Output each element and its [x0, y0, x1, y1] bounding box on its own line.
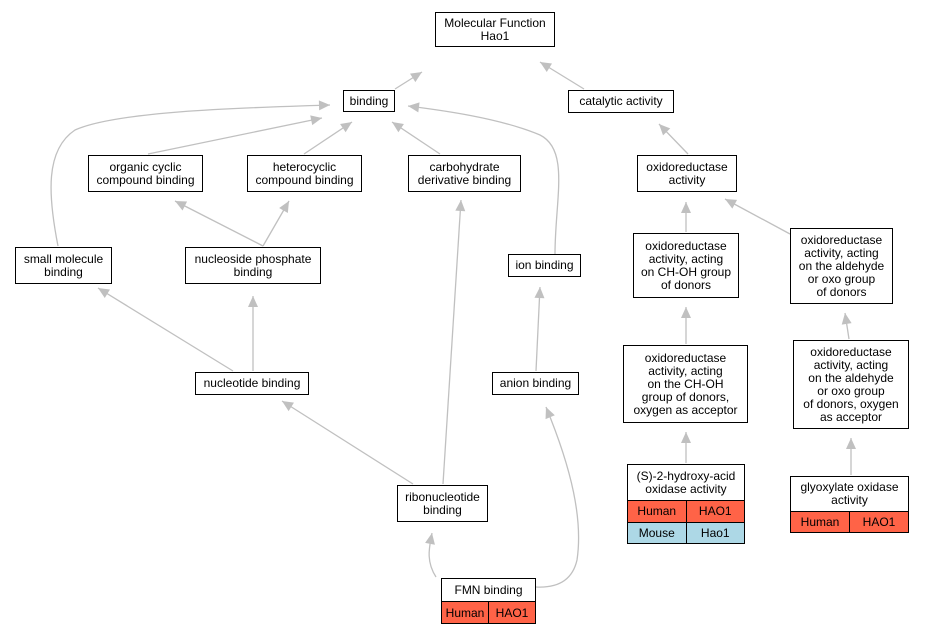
arrowhead-ribonucleotide-to-carbohydrate	[455, 200, 466, 212]
annotation-row: Human HAO1	[628, 500, 744, 522]
annotation-row: Mouse Hao1	[628, 521, 745, 543]
edge-ribonucleotide-to-carbohydrate	[442, 199, 462, 485]
node-oxidoreductase-aldehyde[interactable]: oxidoreductase activity, acting on the a…	[790, 228, 893, 304]
edge-small-molecule-to-binding	[50, 104, 331, 247]
arrowhead-oxido-ch-oh-oxygen-to-oxido-ch-oh	[681, 307, 691, 318]
arrowhead-nucleoside-phosphate-to-heterocyclic	[279, 201, 289, 214]
node-oxidoreductase-aldehyde-oxygen[interactable]: oxidoreductase activity, acting on the a…	[793, 340, 909, 429]
node-fmn-binding[interactable]: FMN binding	[441, 578, 536, 602]
gene-label: Hao1	[685, 522, 745, 543]
arrowhead-oxido-aldehyde-oxygen-to-oxido-aldehyde	[841, 313, 852, 325]
species-label: Human	[445, 605, 485, 620]
node-glyoxylate-oxidase[interactable]: glyoxylate oxidase activity	[790, 476, 909, 512]
annotation-fmn-binding: Human HAO1	[441, 601, 536, 624]
arrowhead-heterocyclic-to-binding	[340, 122, 352, 133]
arrowhead-carbohydrate-to-binding	[392, 122, 404, 133]
edge-nucleotide-to-small-molecule	[97, 287, 234, 372]
arrowhead-fmn-to-ribonucleotide	[425, 533, 435, 545]
arrowhead-fmn-to-anion	[545, 407, 555, 420]
arrowhead-hydroxy-acid-to-oxido-ch-oh-oxygen	[681, 432, 691, 443]
arrowhead-ribonucleotide-to-nucleotide	[282, 401, 294, 412]
edge-nucleoside-phosphate-to-organic-cyclic	[174, 200, 264, 247]
annotation-glyoxylate-oxidase: Human HAO1	[790, 511, 909, 533]
arrowhead-nucleotide-to-small-molecule	[98, 288, 110, 299]
node-nucleotide-binding[interactable]: nucleotide binding	[195, 372, 309, 395]
node-oxidoreductase-activity[interactable]: oxidoreductase activity	[637, 155, 737, 192]
arrowhead-glyoxylate-to-oxido-aldehyde-oxygen	[846, 438, 856, 449]
node-small-molecule-binding[interactable]: small molecule binding	[15, 247, 112, 284]
arrowhead-organic-cyclic-to-binding	[310, 115, 322, 126]
arrowhead-ion-binding-to-binding	[408, 102, 420, 113]
gene-label: HAO1	[488, 602, 535, 623]
arrowhead-oxido-aldehyde-to-oxidoreductase	[725, 199, 738, 209]
arrowhead-small-molecule-to-binding	[318, 100, 330, 111]
edge-oxido-aldehyde-to-oxidoreductase	[724, 198, 791, 235]
node-catalytic-activity[interactable]: catalytic activity	[568, 90, 674, 113]
node-anion-binding[interactable]: anion binding	[492, 372, 579, 395]
node-organic-cyclic-compound-binding[interactable]: organic cyclic compound binding	[88, 155, 203, 192]
node-heterocyclic-compound-binding[interactable]: heterocyclic compound binding	[247, 155, 362, 192]
edge-organic-cyclic-to-binding	[147, 117, 323, 155]
edge-anion-to-ion-binding	[535, 286, 541, 372]
node-molecular-function[interactable]: Molecular Function Hao1	[435, 12, 555, 47]
annotation-hydroxy-acid-oxidase: Human HAO1 Mouse Hao1	[627, 500, 745, 544]
node-ion-binding[interactable]: ion binding	[508, 254, 581, 277]
edge-ribonucleotide-to-nucleotide	[281, 400, 414, 485]
arrowhead-nucleotide-to-nucleoside-phosphate	[248, 296, 258, 307]
species-label: Mouse	[638, 525, 675, 540]
arrowhead-oxido-ch-oh-to-oxidoreductase	[681, 202, 691, 213]
gene-label: HAO1	[685, 501, 745, 522]
annotation-row: Human HAO1	[791, 511, 908, 532]
arrowhead-oxidoreductase-to-catalytic	[659, 124, 671, 136]
node-oxidoreductase-ch-oh[interactable]: oxidoreductase activity, acting on CH-OH…	[633, 233, 739, 298]
edge-ion-binding-to-binding	[407, 105, 560, 255]
node-carbohydrate-derivative-binding[interactable]: carbohydrate derivative binding	[408, 155, 521, 192]
edge-fmn-to-anion	[535, 406, 580, 588]
arrowhead-anion-to-ion-binding	[534, 287, 545, 299]
node-nucleoside-phosphate-binding[interactable]: nucleoside phosphate binding	[185, 247, 321, 284]
node-hydroxy-acid-oxidase[interactable]: (S)-2-hydroxy-acid oxidase activity	[627, 464, 745, 501]
species-label: Human	[637, 504, 677, 519]
gene-label: HAO1	[849, 512, 908, 532]
annotation-row: Human HAO1	[442, 601, 535, 623]
species-label: Human	[800, 515, 840, 529]
arrowhead-catalytic-to-molecular-function	[540, 62, 552, 73]
arrowhead-binding-to-molecular-function	[410, 72, 422, 83]
node-binding[interactable]: binding	[343, 90, 395, 112]
node-ribonucleotide-binding[interactable]: ribonucleotide binding	[397, 485, 488, 522]
node-oxidoreductase-ch-oh-oxygen[interactable]: oxidoreductase activity, acting on the C…	[623, 345, 748, 423]
arrowhead-nucleoside-phosphate-to-organic-cyclic	[175, 201, 188, 211]
